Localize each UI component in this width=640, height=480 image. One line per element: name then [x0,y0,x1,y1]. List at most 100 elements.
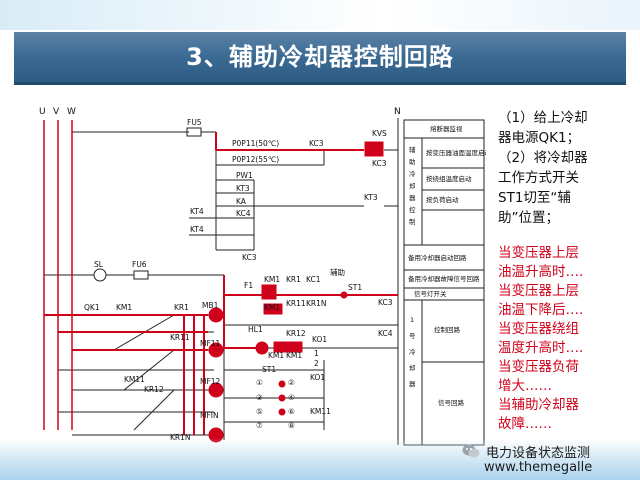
slide-title: 3、辅助冷却器控制回路 [186,43,454,71]
table-left-1: 辅 [409,145,416,154]
label-c7: ⑦ [256,421,263,430]
label-fu6: FU6 [132,260,147,269]
switch-st1-pos5 [278,408,286,416]
label-km1-d: KM1 [286,351,302,360]
note-line-2: 器电源QK1； [498,130,581,146]
contactor-km1-contact [263,303,283,315]
label-kt4-a: KT4 [190,207,204,216]
condition-line-9: 当辅助冷却器 [498,397,579,413]
label-mb1: MB1 [202,301,219,310]
label-kt4-b: KT4 [190,225,204,234]
label-kc3-b: KC3 [378,298,393,307]
switch-st1-pos3 [278,394,286,402]
table-left-5: 器 [409,194,416,202]
condition-line-2: 油温升高时…. [498,264,584,280]
label-km1-main: KM1 [116,303,132,312]
label-kr1n: KR1N [306,299,327,308]
label-ko1: KO1 [312,335,327,344]
label-km11-b: KM11 [310,407,331,416]
table-left-7: 制 [409,217,416,226]
table-left-3: 冷 [409,169,416,178]
condition-line-7: 当变压器负荷 [498,359,579,375]
label-kr11: KR11 [286,299,306,308]
label-mf12: MF12 [200,377,221,386]
label-two: 2 [314,359,319,368]
label-kvs: KVS [372,129,387,138]
label-kc4-b: KC4 [378,329,393,338]
label-p0p11: P0P11(50℃) [232,139,279,148]
condition-line-10: 故障…… [498,416,552,432]
label-st1-b: ST1 [262,365,276,374]
watermark-label: 电力设备状态监测 [486,445,591,461]
bus-v-label: V [53,107,60,117]
contactor-km1-aux [273,341,303,353]
label-c5: ⑤ [256,407,263,416]
table-row-2: 按变压器油面温度启动 [426,148,486,157]
note-line-1: （1）给上冷却 [498,110,588,126]
indicator-hl1 [255,341,269,355]
table-row-4: 按负荷启动 [426,195,459,204]
label-km1-a: KM1 [264,275,280,284]
table-left-4: 却 [409,181,416,190]
bus-u-label: U [39,107,46,117]
table-row-9: 信号回路 [438,398,465,407]
label-p0p12: P0P12(55℃) [232,155,279,164]
signal-lamp-sl [93,268,107,282]
bus-w-label: W [67,107,76,117]
table-left-b-5: 器 [409,380,416,388]
condition-line-1: 当变压器上层 [498,245,579,261]
table-row-6: 备用冷却器故障信号回路 [408,274,480,283]
label-km1-b: KM1 [264,303,280,312]
table-row-5: 备用冷却器启动回路 [408,253,467,262]
label-c4: ④ [288,393,295,402]
table-left-b-3: 冷 [409,347,416,356]
bus-n-label: N [394,107,401,117]
label-kr12-b: KR12 [144,385,164,394]
motor-mf11 [208,342,224,358]
label-kc3-right: KC3 [372,159,387,168]
contactor-km1-coil [261,284,277,300]
label-sl: SL [94,260,104,269]
note-line-5: ST1切至“辅 [498,190,571,206]
table-row-7: 信号灯开关 [414,289,447,298]
label-c2: ② [288,378,295,387]
table-left-b-2: 号 [409,332,416,340]
label-c1: ① [256,378,263,387]
label-km1-c: KM1 [268,351,284,360]
fuse-fu6 [133,270,149,280]
condition-line-4: 油温下降后…. [498,302,584,318]
label-kr12: KR12 [286,329,306,338]
label-f1: F1 [244,281,253,290]
label-mfin: MFIN [200,411,219,420]
label-c6: ⑥ [288,407,295,416]
label-kt3-right: KT3 [364,193,378,202]
label-fu5: FU5 [187,118,202,127]
table-left-6: 控 [409,205,416,214]
label-c3: ③ [256,393,263,402]
slide-title-bar: 3、辅助冷却器控制回路 [14,32,626,85]
condition-line-8: 增大…… [498,378,552,394]
label-fuzhu: 辅助 [330,267,345,277]
top-gradient-band [0,0,640,30]
relay-kc3-coil-top [364,141,384,157]
note-line-6: 助”位置； [498,210,559,226]
table-left-2: 助 [409,157,416,166]
label-km11: KM11 [124,375,145,384]
control-circuit-diagram: U V W N FU5 P0P11(50℃) KC3 P0P12(55℃) PW… [24,100,486,450]
motor-mb1 [208,307,224,323]
label-pw1: PW1 [236,171,253,180]
label-kt3: KT3 [236,184,250,193]
watermark: 电力设备状态监测 [462,441,590,461]
condition-line-3: 当变压器上层 [498,283,579,299]
circuit-svg: U V W N FU5 P0P11(50℃) KC3 P0P12(55℃) PW… [39,107,486,446]
label-kr1n-b: KR1N [170,433,191,442]
fuse-fu5 [186,127,202,137]
label-kc1: KC1 [306,275,321,284]
table-left-b-4: 却 [409,363,416,372]
label-kr1-a: KR1 [286,275,301,284]
wechat-icon [462,444,480,458]
label-qk1: QK1 [84,303,100,312]
condition-line-6: 温度升高时…. [498,340,584,356]
table-row-3: 按绕组温度启动 [426,174,472,183]
label-c8: ⑧ [288,421,295,430]
